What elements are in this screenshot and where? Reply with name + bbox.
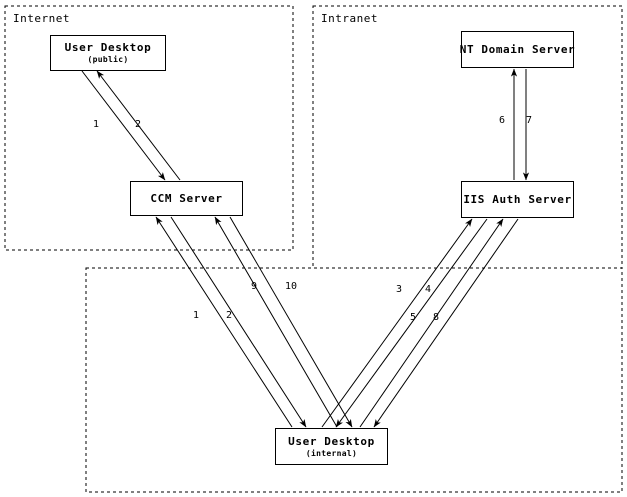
zone-boundary-internet	[4, 5, 294, 251]
flow-step-label-3: 3	[396, 284, 403, 295]
flow-step-label-1-public: 1	[93, 119, 100, 130]
conn-10-arrow	[229, 216, 353, 428]
connection-lines-group	[81, 68, 530, 428]
flow-step-label-6: 6	[499, 115, 506, 126]
conn-8-arrow	[373, 218, 519, 428]
conn-2-internal-arrow	[170, 216, 307, 428]
zone-boundary-intranet	[312, 5, 623, 269]
node-nt-domain-server[interactable]: NT Domain Server	[459, 31, 576, 68]
flow-step-label-5: 5	[410, 312, 417, 323]
conn-2-public-arrow	[96, 70, 181, 181]
conn-3-arrow	[321, 218, 473, 428]
node-user-desktop-internal[interactable]: User Desktop(internal)	[275, 428, 388, 465]
node-subtitle-user-desktop-internal: (internal)	[305, 448, 358, 458]
node-iis-auth-server[interactable]: IIS Auth Server	[461, 181, 574, 218]
flow-step-label-10: 10	[285, 281, 298, 292]
flow-step-label-2-internal: 2	[226, 310, 233, 321]
conn-9-arrow	[214, 216, 338, 428]
flow-step-label-4: 4	[425, 284, 432, 295]
conn-4-arrow	[335, 218, 488, 428]
node-title-nt-domain-server: NT Domain Server	[459, 43, 576, 56]
node-title-ccm-server: CCM Server	[150, 192, 223, 205]
flow-step-label-7: 7	[526, 115, 533, 126]
conn-1-internal-arrow	[155, 216, 293, 428]
node-user-desktop-public[interactable]: User Desktop(public)	[50, 35, 166, 71]
node-subtitle-user-desktop-public: (public)	[87, 55, 129, 64]
zone-boundary-internal	[85, 267, 623, 493]
conn-5-arrow	[359, 218, 504, 428]
flow-step-label-8: 8	[433, 312, 440, 323]
flow-step-label-2-public: 2	[135, 119, 142, 130]
zone-boundaries-group	[4, 5, 623, 493]
flow-step-label-1-internal: 1	[193, 310, 200, 321]
zone-label-internet: Internet	[13, 12, 70, 25]
node-ccm-server[interactable]: CCM Server	[130, 181, 243, 216]
conn-1-public-arrow	[81, 70, 166, 181]
node-title-iis-auth-server: IIS Auth Server	[463, 193, 572, 206]
flow-step-label-9: 9	[251, 281, 258, 292]
zone-label-intranet: Intranet	[321, 12, 378, 25]
node-title-user-desktop-public: User Desktop	[64, 41, 152, 54]
node-title-user-desktop-internal: User Desktop	[288, 434, 375, 448]
